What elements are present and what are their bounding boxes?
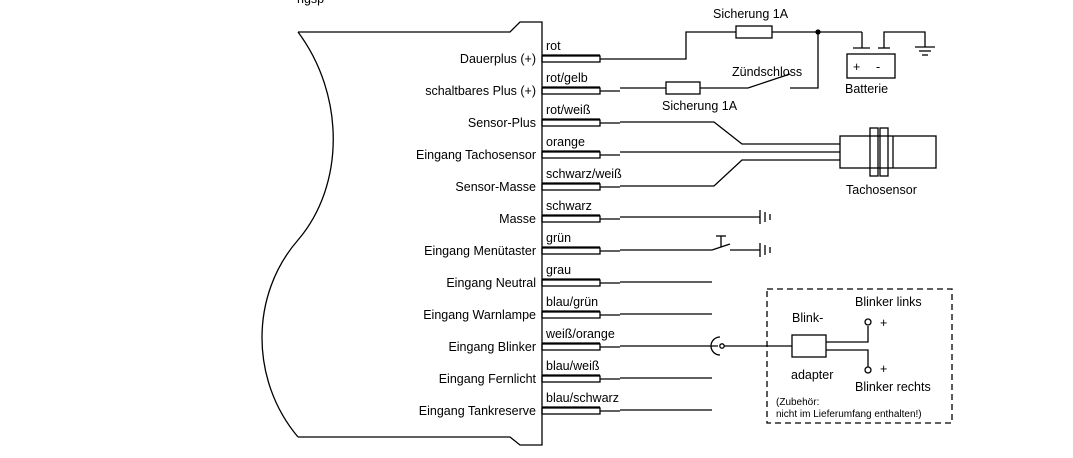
battery: + - Batterie (845, 31, 935, 96)
wire-color-label: weiß/orange (545, 327, 615, 341)
wire-color-label: grau (546, 263, 571, 277)
accessory-note-line1: (Zubehör: (776, 397, 819, 408)
pin-row: Sensor-Masse schwarz/weiß (455, 167, 622, 194)
pin-label: Masse (499, 212, 536, 226)
wire-color-label: schwarz/weiß (546, 167, 622, 181)
fuse-2-icon (665, 81, 701, 95)
battery-minus: - (876, 60, 880, 74)
pin-row: Sensor-Plus rot/weiß (468, 103, 620, 130)
pin-row: Eingang Fernlicht blau/weiß (439, 359, 620, 386)
battery-label: Batterie (845, 82, 888, 96)
blinker-circuit (620, 336, 792, 356)
pin-label: Eingang Tankreserve (419, 404, 536, 418)
fuse-2-label: Sicherung 1A (662, 99, 738, 113)
wire-color-label: blau/grün (546, 295, 598, 309)
blinker-right-plus: + (880, 362, 887, 376)
blinker-left-label: Blinker links (855, 295, 922, 309)
pin-terminal (541, 183, 601, 191)
blink-adapter-icon (791, 334, 827, 358)
pin-label: Eingang Tachosensor (416, 148, 536, 162)
blinker-right-terminal-icon (864, 366, 872, 374)
accessory-note-line2: nicht im Lieferumfang enthalten!) (776, 409, 922, 420)
pin-terminal (541, 247, 601, 255)
pin-terminal (541, 215, 601, 223)
pin-terminal (541, 55, 601, 63)
pin-row: Dauerplus (+) rot (460, 39, 620, 66)
pin-row: Eingang Neutral grau (446, 263, 620, 290)
wire-color-label: orange (546, 135, 585, 149)
menu-button-circuit (620, 235, 771, 257)
pin-label: Sensor-Plus (468, 116, 536, 130)
pin-terminal (541, 119, 601, 127)
ignition-circuit: Sicherung 1A Zündschloss (620, 32, 819, 113)
wire-color-label: rot (546, 39, 561, 53)
dauerplus-circuit: Sicherung 1A (620, 7, 863, 60)
wire-color-label: schwarz (546, 199, 592, 213)
pin-row: Eingang Tachosensor orange (416, 135, 620, 162)
wire-color-label: rot/gelb (546, 71, 588, 85)
pin-row: schaltbares Plus (+) rot/gelb (425, 71, 620, 98)
pin-label: Eingang Warnlampe (423, 308, 536, 322)
pin-label: Dauerplus (+) (460, 52, 536, 66)
fuse-1-label: Sicherung 1A (713, 7, 789, 21)
open-wire-ends (620, 281, 712, 411)
tacho-sensor-label: Tachosensor (846, 183, 917, 197)
pin-row: Eingang Blinker weiß/orange (448, 327, 620, 354)
accessory-box: Blink- adapter + + Blinker links Blinker… (766, 288, 953, 424)
connector-body (261, 21, 543, 446)
blinker-right-label: Blinker rechts (855, 380, 931, 394)
blinker-left-terminal-icon (864, 318, 872, 326)
pin-row: Masse schwarz (499, 199, 620, 226)
wire-color-label: grün (546, 231, 571, 245)
masse-ground (620, 210, 771, 224)
pin-terminal (541, 343, 601, 351)
connector-pins: Dauerplus (+) rot schaltbares Plus (+) rot/… (416, 39, 622, 418)
blinker-left-plus: + (880, 316, 887, 330)
plug-connector-icon (710, 336, 721, 356)
pin-label: schaltbares Plus (+) (425, 84, 536, 98)
pin-terminal (541, 407, 601, 415)
pin-label: Sensor-Masse (455, 180, 536, 194)
wire-color-label: rot/weiß (546, 103, 591, 117)
tacho-sensor-wiring (620, 121, 840, 187)
pin-terminal (541, 375, 601, 383)
pin-terminal (541, 279, 601, 287)
pin-label: Eingang Blinker (448, 340, 536, 354)
ignition-label: Zündschloss (732, 65, 802, 79)
ignition-switch-icon (747, 73, 791, 89)
pin-terminal (541, 87, 601, 95)
pin-row: Eingang Tankreserve blau/schwarz (419, 391, 620, 418)
blink-adapter-label-bottom: adapter (791, 368, 833, 382)
wire-color-label: blau/weiß (546, 359, 600, 373)
title-fragment: ngsp (297, 0, 324, 6)
pin-label: Eingang Menütaster (424, 244, 536, 258)
blink-adapter-label-top: Blink- (792, 311, 823, 325)
wire-color-label: blau/schwarz (546, 391, 619, 405)
battery-icon (846, 53, 896, 79)
fuse-1-icon (735, 25, 773, 39)
pin-row: Eingang Warnlampe blau/grün (423, 295, 620, 322)
pin-label: Eingang Fernlicht (439, 372, 537, 386)
tacho-sensor-icon: Tachosensor (839, 127, 937, 197)
pin-row: Eingang Menütaster grün (424, 231, 620, 258)
pin-terminal (541, 151, 601, 159)
pin-terminal (541, 311, 601, 319)
battery-plus: + (853, 60, 860, 74)
pin-label: Eingang Neutral (446, 276, 536, 290)
